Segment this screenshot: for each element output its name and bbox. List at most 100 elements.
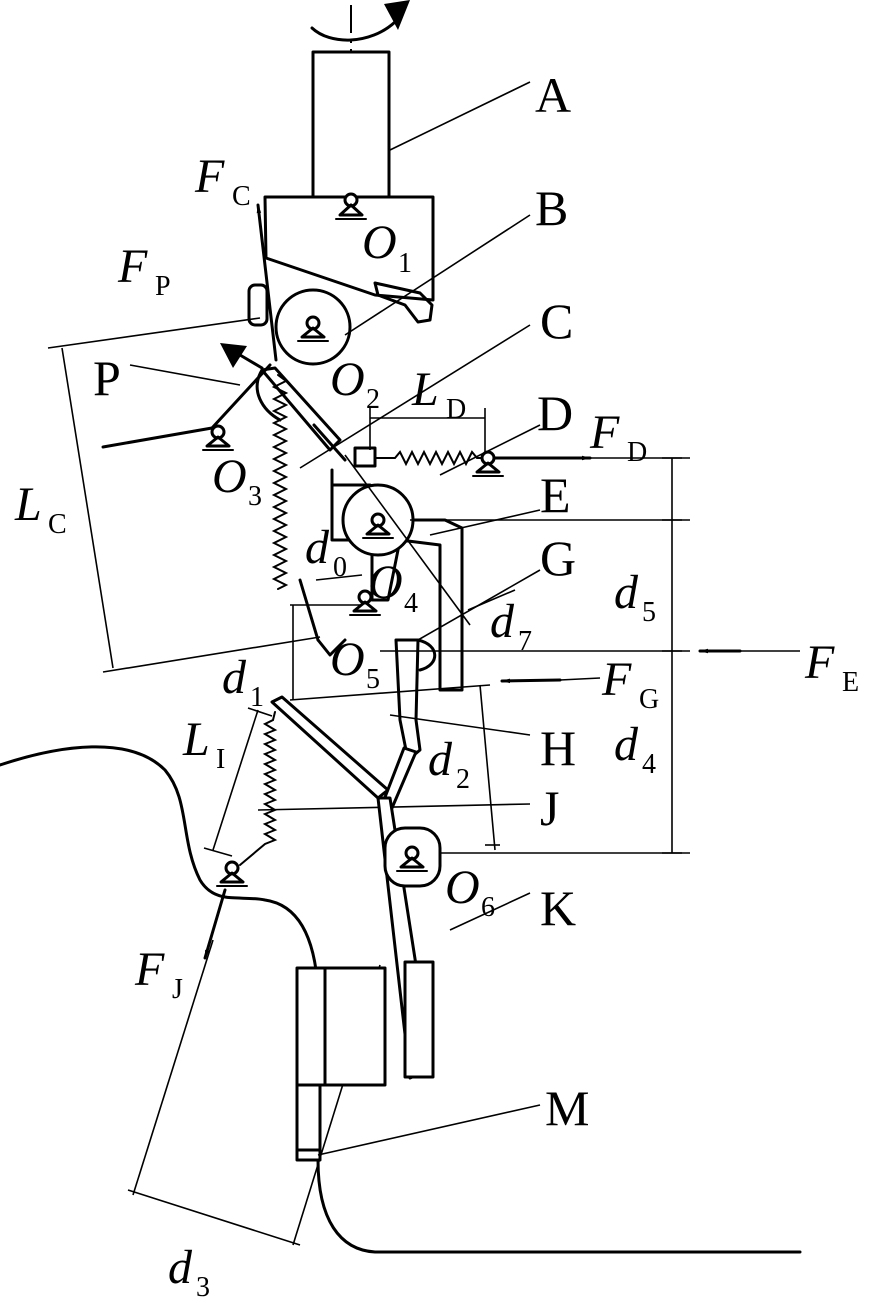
leader-C	[299, 324, 531, 469]
label-K: K	[540, 880, 576, 936]
plate-M-upper	[295, 966, 387, 1087]
pivot-O3	[202, 424, 234, 451]
svg-text:d: d	[222, 651, 247, 704]
pedal-C	[260, 366, 342, 452]
pivot-O6	[396, 845, 428, 872]
bracket-O2	[247, 283, 269, 327]
pivot-O2	[297, 315, 329, 342]
force-FC-arrow	[256, 203, 278, 362]
svg-text:F: F	[804, 636, 835, 689]
pedal-C-hook	[255, 368, 282, 422]
svg-text:d: d	[168, 1241, 193, 1294]
d7-diagonal	[344, 454, 471, 626]
dimension-LC	[47, 317, 321, 673]
svg-text:O: O	[362, 216, 397, 269]
svg-text:L: L	[411, 363, 439, 416]
label-B: B	[535, 180, 568, 236]
shaft-A	[311, 50, 391, 199]
svg-text:O: O	[445, 861, 480, 914]
lever-G	[394, 638, 422, 762]
svg-text:7: 7	[518, 626, 532, 657]
svg-text:L: L	[14, 478, 42, 531]
svg-text:3: 3	[248, 481, 262, 512]
pivot-E	[362, 512, 394, 539]
dimension-d4-d5	[662, 457, 682, 854]
svg-text:O: O	[212, 450, 247, 503]
leader-G	[417, 569, 541, 641]
svg-text:P: P	[155, 271, 171, 302]
link-O5-tip	[316, 638, 347, 657]
svg-text:O: O	[368, 556, 403, 609]
dimension-d1	[289, 605, 491, 701]
svg-text:F: F	[601, 653, 632, 706]
label-H: H	[540, 720, 576, 776]
label-G: G	[540, 530, 576, 586]
leader-P	[129, 364, 241, 386]
link-H	[270, 695, 390, 800]
svg-text:3: 3	[196, 1272, 210, 1303]
rotation-arrow	[310, 0, 410, 42]
svg-text:d: d	[614, 566, 639, 619]
svg-text:F: F	[589, 406, 620, 459]
svg-text:C: C	[48, 509, 67, 540]
svg-text:5: 5	[366, 664, 380, 695]
leader-A	[389, 81, 531, 151]
leader-E	[429, 509, 541, 536]
dimension-LD	[369, 408, 486, 452]
svg-text:D: D	[627, 437, 647, 468]
svg-text:d: d	[490, 595, 515, 648]
anchor-J	[216, 860, 248, 887]
svg-text:d: d	[614, 718, 639, 771]
label-A: A	[535, 67, 571, 123]
svg-text:L: L	[182, 713, 210, 766]
cam-lever-B	[373, 281, 434, 324]
force-FP-arrow	[220, 343, 247, 368]
force-FJ-arrow	[203, 888, 227, 960]
plate-M	[295, 1083, 322, 1162]
label-J: J	[540, 780, 559, 836]
svg-text:1: 1	[398, 248, 412, 279]
label-P: P	[93, 350, 121, 406]
svg-text:F: F	[194, 150, 225, 203]
label-C: C	[540, 293, 573, 349]
svg-text:1: 1	[250, 682, 264, 713]
leader-D	[439, 424, 541, 476]
pivot-O4	[349, 589, 381, 616]
spring-D	[374, 449, 489, 467]
svg-text:G: G	[639, 684, 659, 715]
pedal-C-extension	[312, 423, 347, 462]
block-D	[353, 446, 377, 468]
foot-outline	[0, 745, 802, 1254]
svg-text:0: 0	[333, 552, 347, 583]
svg-text:O: O	[330, 633, 365, 686]
spring-I	[239, 711, 278, 866]
svg-text:O: O	[330, 353, 365, 406]
leader-J	[257, 803, 531, 811]
force-FG-line	[559, 677, 601, 681]
svg-text:d: d	[428, 733, 453, 786]
leader-K	[449, 892, 531, 931]
svg-text:4: 4	[642, 749, 656, 780]
svg-text:D: D	[446, 394, 466, 425]
svg-text:E: E	[842, 667, 859, 698]
link-O5	[298, 578, 320, 642]
leader-B	[344, 214, 531, 336]
leader-H	[389, 714, 531, 736]
svg-text:6: 6	[481, 892, 495, 923]
